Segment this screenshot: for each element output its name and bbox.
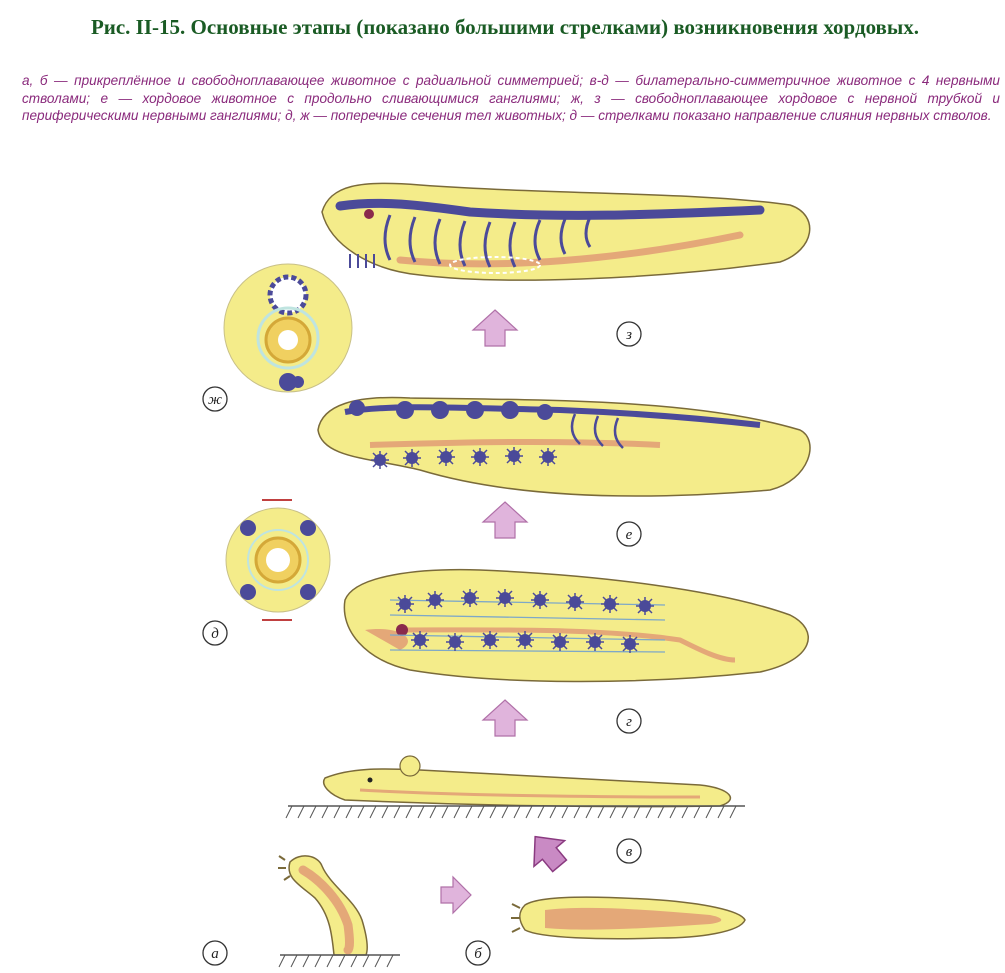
transition-arrow-b-v xyxy=(533,835,568,873)
svg-text:ж: ж xyxy=(208,392,222,408)
stage-a-attached xyxy=(278,855,400,968)
figure-caption: а, б — прикреплённое и свободноплавающее… xyxy=(22,73,1000,123)
svg-text:е: е xyxy=(626,527,633,543)
label-zh: ж xyxy=(202,386,228,412)
stage-z-chordate xyxy=(321,182,811,281)
label-d: д xyxy=(202,620,228,646)
svg-text:в: в xyxy=(626,844,633,860)
label-a: а xyxy=(202,940,228,966)
stage-b-freeswimming xyxy=(511,896,746,940)
transition-arrow-v-g xyxy=(482,699,528,737)
figure-title: Рис. II-15. Основные этапы (показано бол… xyxy=(90,15,920,39)
svg-text:г: г xyxy=(626,714,632,730)
section-zh xyxy=(223,263,353,393)
stage-g-bilateral xyxy=(343,568,809,683)
svg-text:з: з xyxy=(625,327,632,343)
label-z: з xyxy=(616,321,642,347)
svg-text:б: б xyxy=(474,946,482,962)
label-g: г xyxy=(616,708,642,734)
transition-arrow-e-z xyxy=(472,309,518,347)
transition-arrow-a-b xyxy=(440,875,472,915)
svg-text:а: а xyxy=(211,946,219,962)
label-b: б xyxy=(465,940,491,966)
label-v: в xyxy=(616,838,642,864)
svg-text:д: д xyxy=(211,626,219,642)
stage-v-bilateral xyxy=(285,755,745,819)
stage-e-chordate xyxy=(317,396,811,497)
transition-arrow-g-e xyxy=(482,501,528,539)
section-d xyxy=(225,499,331,621)
label-e: е xyxy=(616,521,642,547)
